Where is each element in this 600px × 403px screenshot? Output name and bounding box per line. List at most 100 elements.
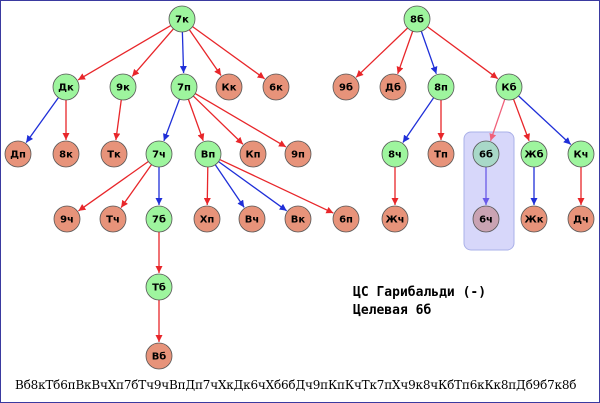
node-label: 7п (177, 83, 191, 94)
edge-nVp-n6p (219, 158, 334, 214)
node-label: 8п (434, 83, 448, 94)
edge-nDk-nDp (25, 97, 59, 143)
edge-n7k-nKk (188, 29, 222, 76)
node-label: 6ч (479, 215, 493, 226)
tree-node-kp: Кп (239, 140, 267, 168)
tree-node-9p: 9п (284, 140, 312, 168)
tree-node-vb: Вб (145, 342, 173, 370)
node-label: Кч (573, 150, 588, 161)
node-label: 8б (410, 14, 424, 26)
tree-node-8k: 8к (52, 140, 80, 168)
tree-node-6p: 6п (332, 205, 360, 233)
edge-nKb-nZhb (512, 98, 530, 142)
node-label: 9б (339, 82, 353, 94)
node-label: Кп (245, 150, 260, 161)
edge-n7p-nKp (192, 95, 244, 145)
node-label: 9п (291, 150, 305, 161)
node-label: 7к (175, 15, 189, 26)
node-label: Дч (573, 215, 589, 226)
tree-node-dk: Дк (52, 73, 80, 101)
edge-n7ch-n9ch (78, 160, 149, 212)
tree-node-7k: 7к (168, 5, 196, 33)
node-label: Тб (152, 282, 166, 294)
edge-nKb-n6b (489, 99, 506, 141)
tree-node-8p: 8п (427, 73, 455, 101)
card-sequence: Вб8кТб6пВкВчХп7бТч9чВпДп7чХкДк6чХб6бДч9п… (15, 378, 577, 392)
node-label: 9ч (60, 215, 74, 226)
node-label: Кк (222, 83, 237, 94)
tree-node-dp: Дп (4, 140, 32, 168)
tree-node-zhb: Жб (520, 140, 548, 168)
node-label: Вп (201, 150, 216, 161)
tree-node-kb: Кб (495, 73, 523, 101)
node-label: 6к (269, 83, 283, 94)
edge-nVp-nVk (218, 161, 288, 212)
tree-node-tk: Тк (100, 140, 128, 168)
node-label: 6п (339, 215, 353, 226)
title-line-1: ЦС Гарибальди (-) (353, 285, 487, 300)
tree-node-8b: 8б (403, 5, 431, 33)
tree-node-kk: Кк (215, 73, 243, 101)
node-label: Вб (152, 351, 167, 363)
tree-node-8ch: 8ч (381, 140, 409, 168)
tree-node-9ch: 9ч (53, 205, 81, 233)
tree-node-7b: 7б (145, 205, 173, 233)
edge-nVp-nKhp (203, 166, 211, 206)
tree-node-9k: 9к (109, 73, 137, 101)
node-label: Вк (291, 215, 306, 226)
edge-n8p-n8ch (402, 97, 435, 143)
tree-node-kch: Кч (567, 140, 595, 168)
node-label: 6б (479, 149, 493, 161)
node-label: Жк (524, 215, 543, 226)
edge-n8b-nKb (427, 26, 499, 80)
node-label: Дп (10, 150, 26, 161)
edge-n9k-nTk (113, 99, 122, 141)
edge-n7k-n9k (131, 28, 174, 77)
edge-n8b-n9b (355, 27, 409, 78)
node-label: Вч (245, 215, 260, 226)
edge-n7k-n7p (179, 31, 187, 74)
tree-node-6b: 6б (472, 140, 500, 168)
node-label: 7б (152, 214, 166, 226)
tree-node-vp: Вп (194, 140, 222, 168)
edge-n8b-nDb (396, 31, 414, 75)
edge-n7p-n7ch (163, 98, 181, 142)
tree-node-zhch: Жч (381, 205, 409, 233)
node-label: Дб (385, 82, 401, 94)
node-label: 8к (59, 150, 73, 161)
tree-node-6k: 6к (262, 73, 290, 101)
node-label: Хп (200, 215, 215, 226)
tree-node-tb: Тб (145, 273, 173, 301)
node-label: Тч (106, 215, 120, 226)
edge-n7k-n6k (192, 26, 266, 80)
tree-node-6ch: 6ч (472, 205, 500, 233)
node-label: Жб (524, 149, 543, 161)
tree-node-tp: Тп (427, 140, 455, 168)
node-label: 7ч (152, 150, 166, 161)
edge-nKb-nKch (518, 95, 572, 145)
tree-node-7ch: 7ч (145, 140, 173, 168)
node-label: Тп (434, 150, 448, 161)
tree-node-9b: 9б (332, 73, 360, 101)
node-label: 9к (116, 83, 130, 94)
edge-n7k-nDk (77, 25, 172, 81)
node-label: Кб (501, 82, 516, 94)
tree-node-vk: Вк (284, 205, 312, 233)
edge-n7ch-nTch (120, 164, 153, 208)
node-label: Тк (107, 150, 121, 161)
tree-node-khp: Хп (193, 205, 221, 233)
edge-n8b-n8p (420, 31, 438, 75)
edge-n7p-nVp (187, 99, 205, 142)
node-label: Жч (385, 215, 404, 226)
node-label: Дк (58, 83, 74, 94)
tree-node-7p: 7п (170, 73, 198, 101)
tree-node-dch: Дч (567, 205, 595, 233)
edge-n7p-n9p (194, 93, 287, 148)
tree-node-zhk: Жк (520, 205, 548, 233)
edge-nVp-nBch (214, 164, 245, 208)
tree-node-db: Дб (379, 73, 407, 101)
tree-node-tch: Тч (99, 205, 127, 233)
title-line-2: Целевая 6б (353, 303, 432, 318)
